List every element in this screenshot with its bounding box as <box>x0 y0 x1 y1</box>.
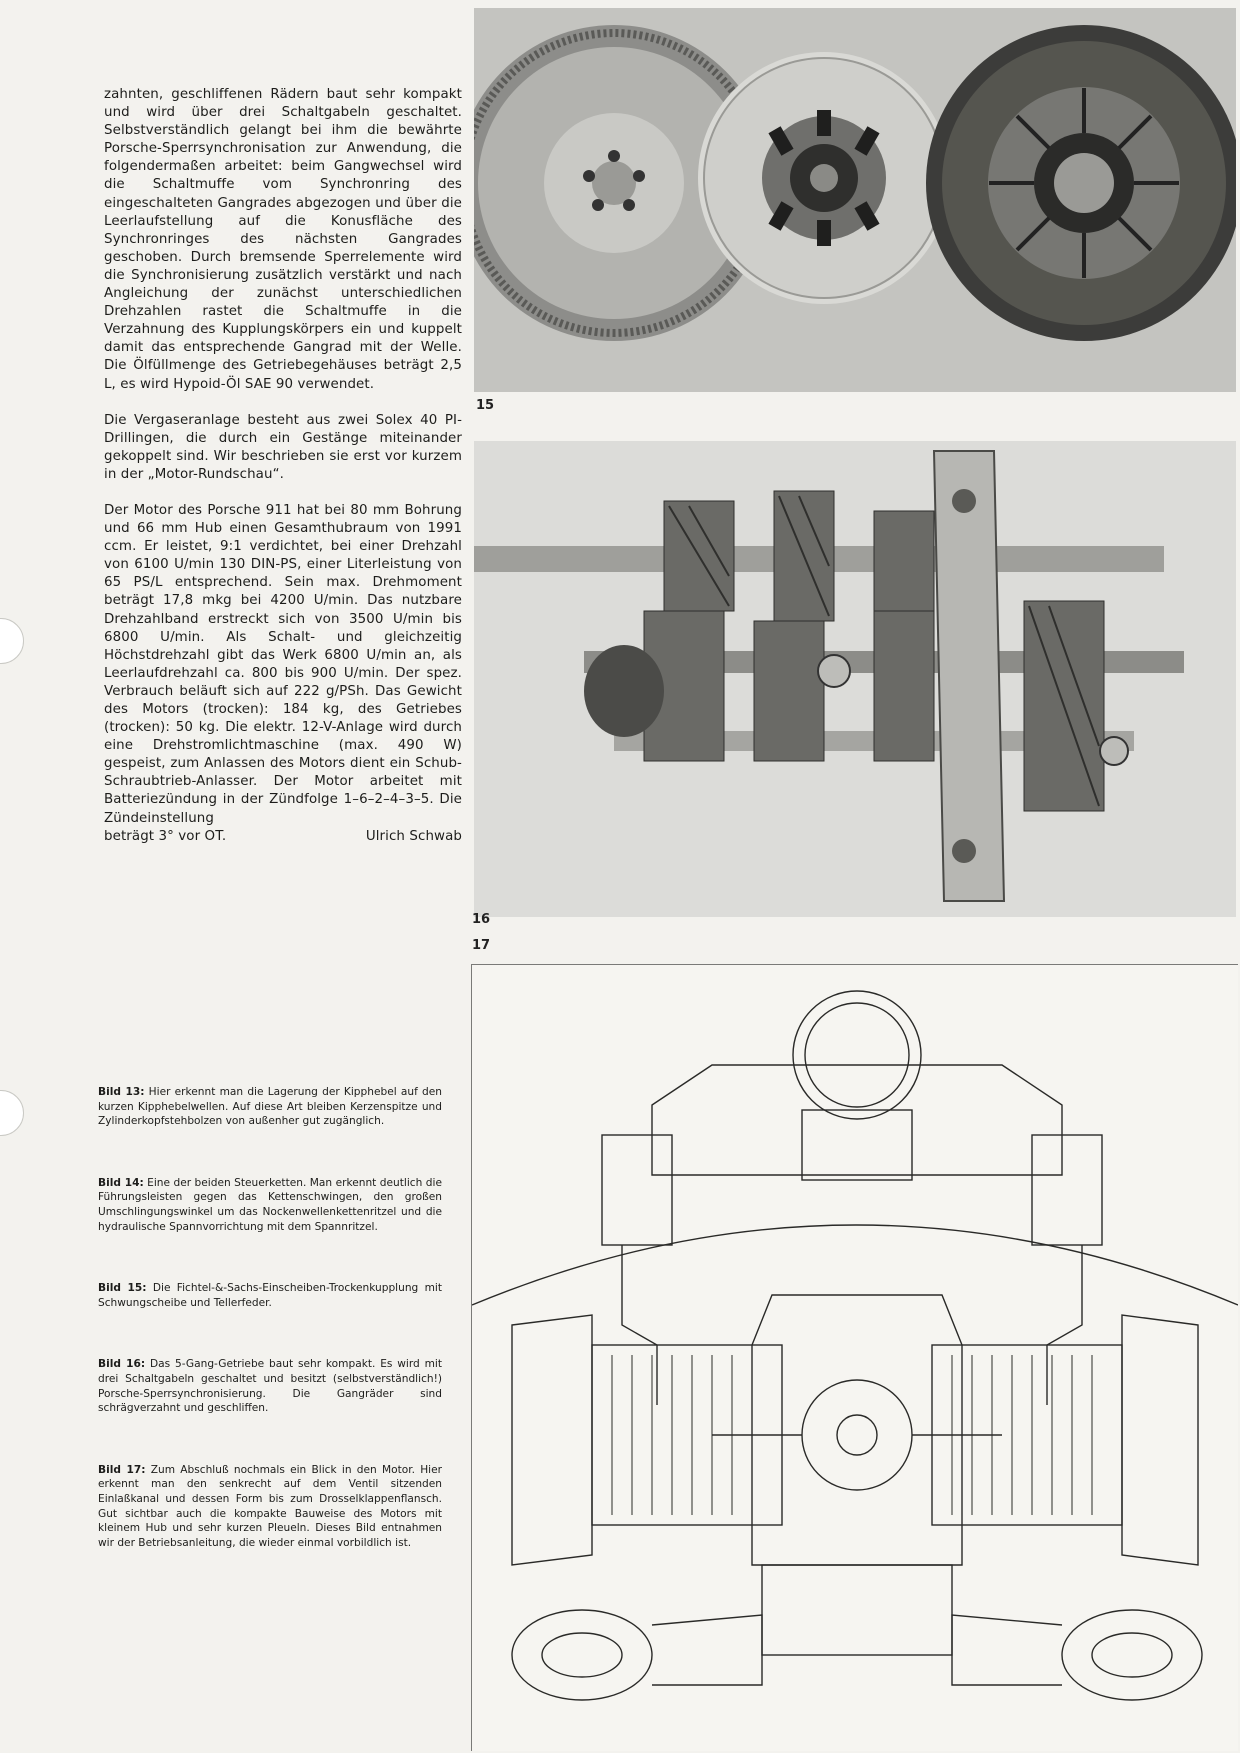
caption-bild-17: Bild 17: Zum Abschluß nochmals ein Blick… <box>98 1463 442 1549</box>
author-name: Ulrich Schwab <box>365 828 462 844</box>
figure-captions: Bild 13: Hier erkennt man die Lagerung d… <box>98 1085 442 1550</box>
last-line-text: beträgt 3° vor OT. <box>104 828 227 844</box>
article-text: zahnten, geschliffenen Rädern baut sehr … <box>104 86 462 846</box>
gearbox-illustration <box>474 441 1236 917</box>
photo-clutch-assembly <box>474 8 1236 392</box>
caption-bild-14: Bild 14: Eine der beiden Steuerketten. M… <box>98 1176 442 1233</box>
engine-cross-section <box>472 990 1238 1701</box>
clutch-illustration <box>474 8 1236 392</box>
punch-hole-bottom <box>0 1090 24 1136</box>
paragraph-engine: Der Motor des Porsche 911 hat bei 80 mm … <box>104 502 462 828</box>
paragraph-transmission: zahnten, geschliffenen Rädern baut sehr … <box>104 87 462 392</box>
caption-bild-13: Bild 13: Hier erkennt man die Lagerung d… <box>98 1086 442 1128</box>
figure-number-16: 16 <box>472 912 491 927</box>
caption-bild-16: Bild 16: Das 5-Gang-Getriebe baut sehr k… <box>98 1358 443 1415</box>
drawing-engine-cutaway <box>471 964 1238 1751</box>
photo-gearbox <box>474 441 1236 917</box>
paragraph-engine-text: Der Motor des Porsche 911 hat bei 80 mm … <box>104 502 462 826</box>
figure-number-17: 17 <box>472 938 491 953</box>
signature-line: beträgt 3° vor OT. Ulrich Schwab <box>104 828 462 846</box>
figure-number-15: 15 <box>476 398 495 413</box>
punch-hole-top <box>0 618 24 664</box>
paragraph-carburetor: Die Vergaseranlage besteht aus zwei Sole… <box>104 412 462 482</box>
caption-bild-15: Bild 15: Die Fichtel-&-Sachs-Einscheiben… <box>98 1282 442 1309</box>
